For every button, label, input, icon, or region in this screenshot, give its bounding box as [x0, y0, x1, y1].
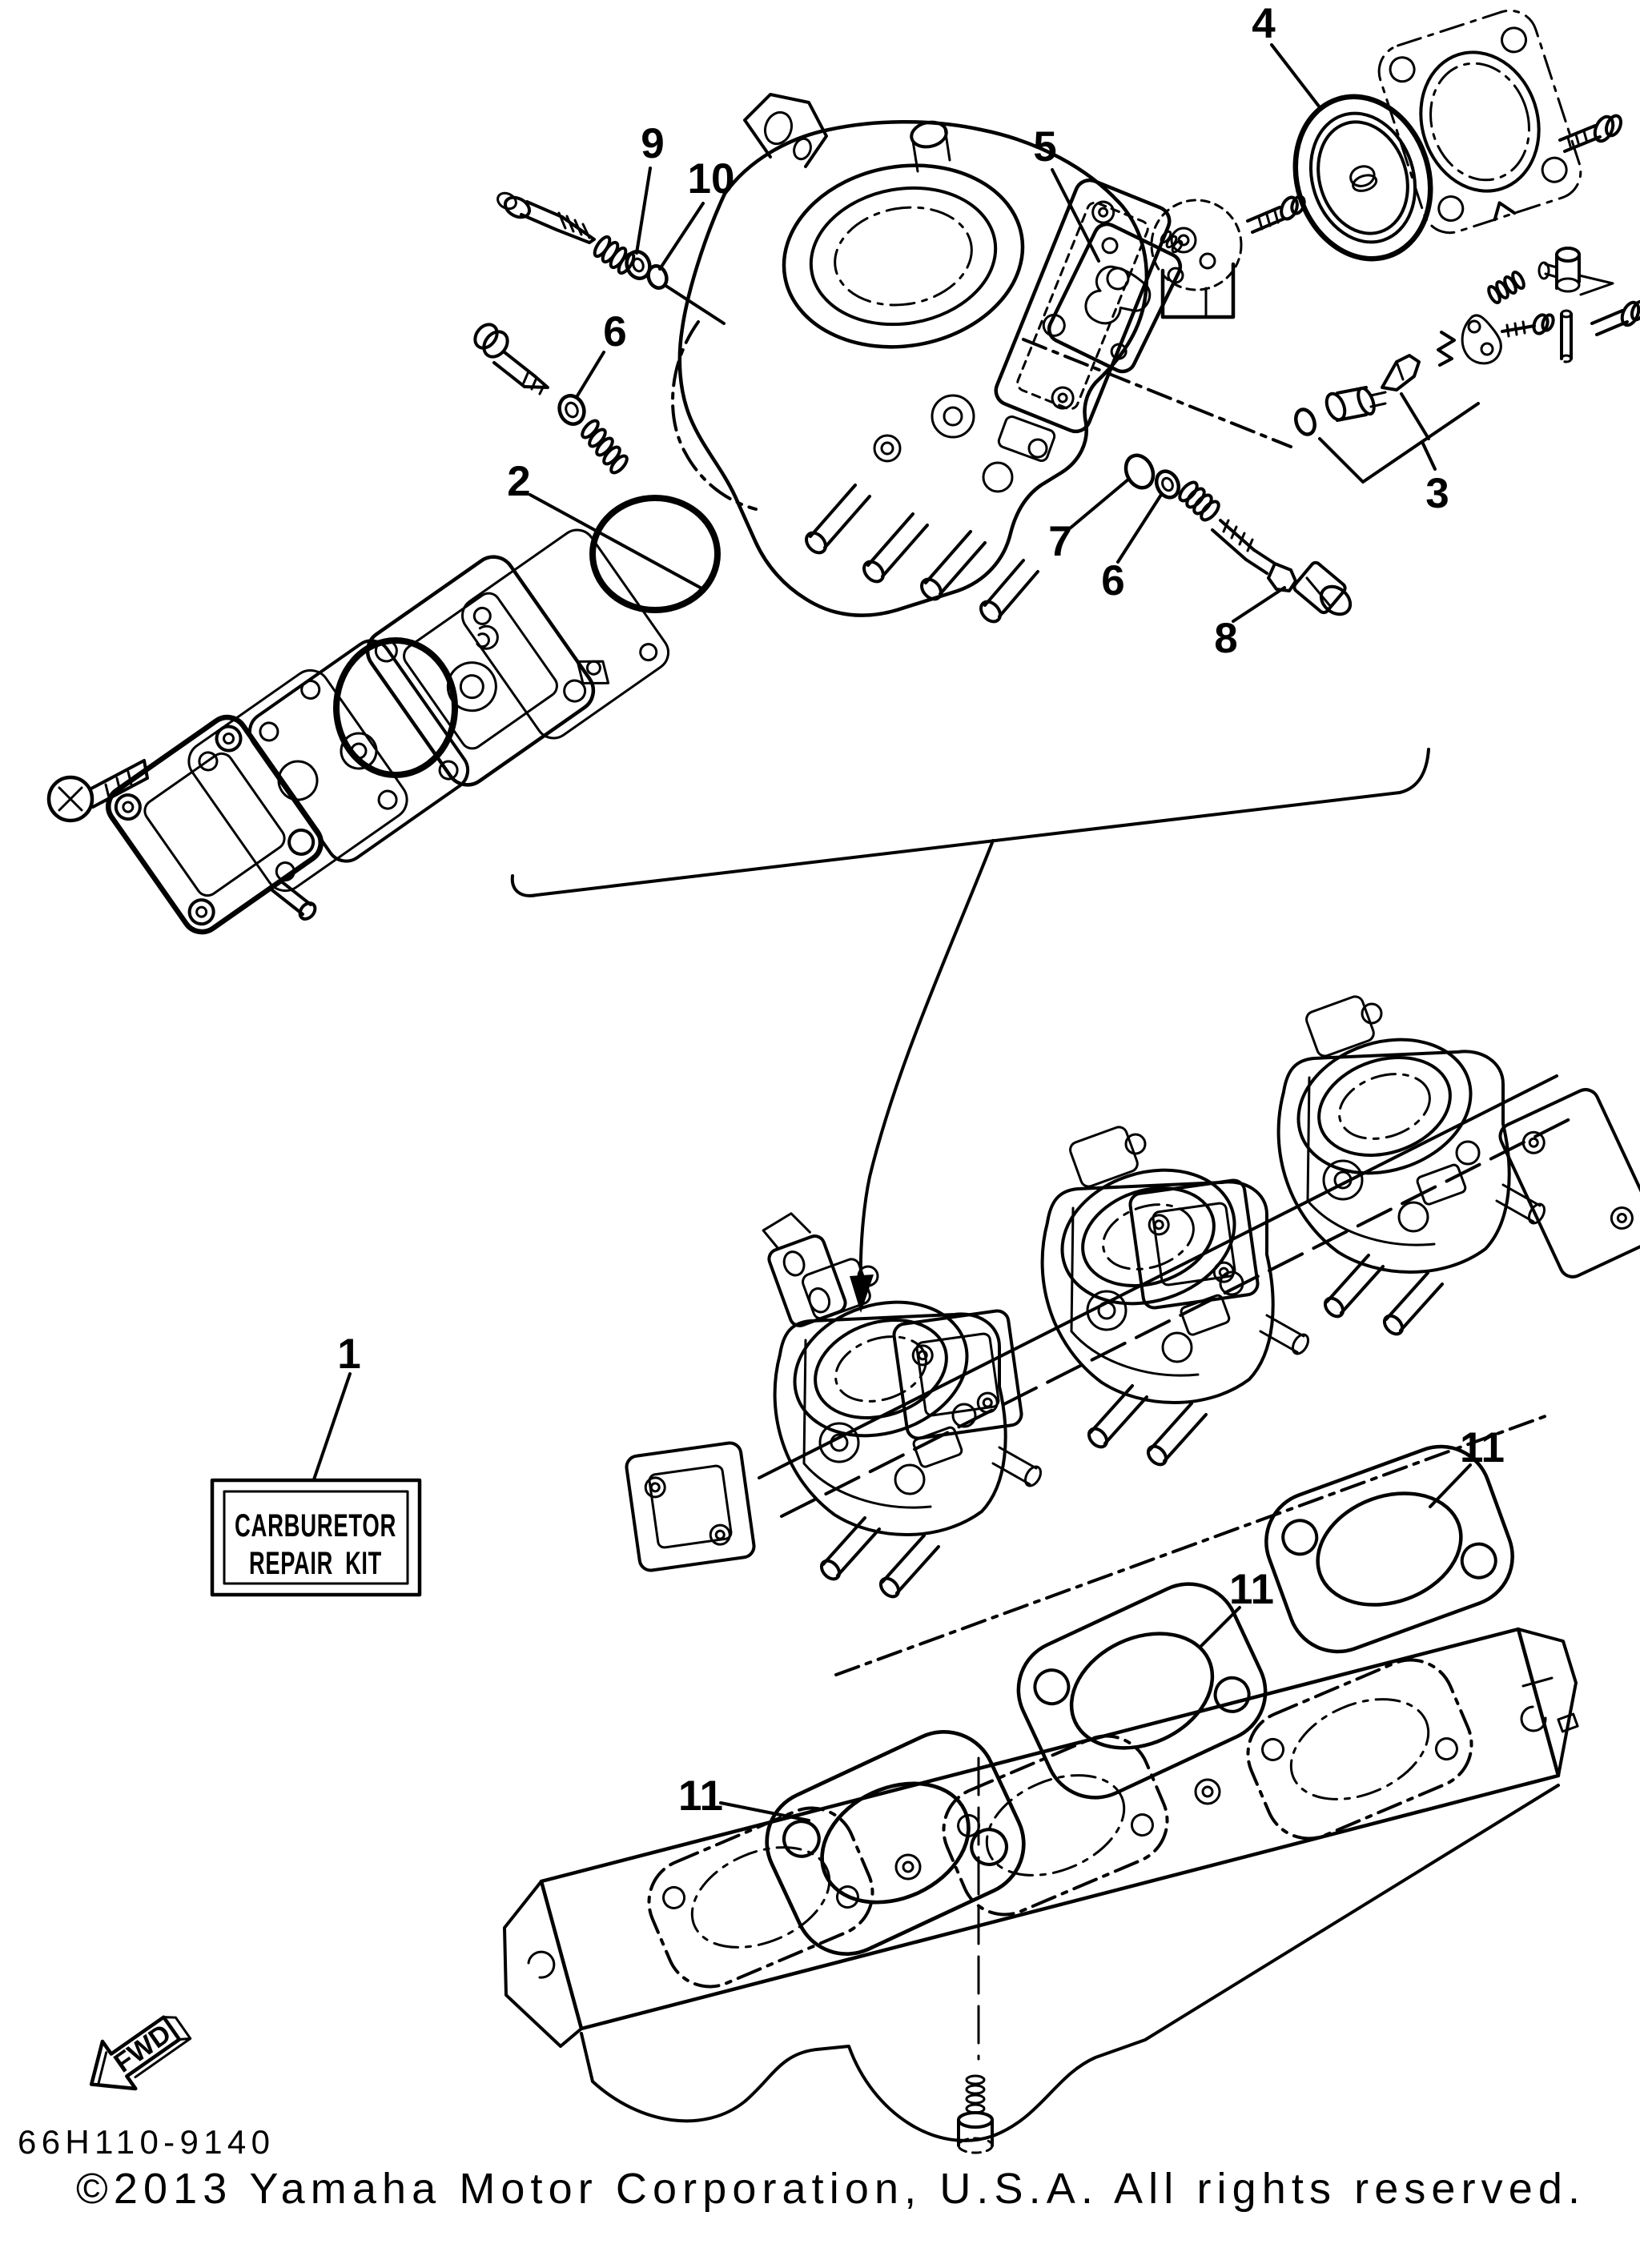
callout-7: 7 [1048, 518, 1071, 565]
pump-gasket-5 [1047, 222, 1183, 374]
callout-2: 2 [507, 458, 530, 505]
needle-screw-8 [1211, 519, 1353, 616]
callout-10: 10 [688, 155, 735, 203]
small-screw-mid [1501, 313, 1555, 338]
dowel-pin [1560, 309, 1573, 363]
pilot-screw [473, 323, 549, 395]
teardrop-gasket [1461, 314, 1502, 365]
fuel-pump-body [365, 555, 610, 787]
pump-gasket-plate [187, 668, 408, 893]
callout-5: 5 [1033, 123, 1056, 171]
washer-6-mid [1154, 469, 1181, 500]
callout-8: 8 [1214, 615, 1237, 662]
carburetor-body-top [671, 93, 1172, 624]
repair-kit-label: CARBURETOR REPAIR KIT [210, 1372, 422, 1597]
pump-cover-screw [46, 759, 149, 823]
callout-6-left: 6 [603, 308, 626, 355]
kit-pointer-arrow [510, 748, 1430, 1313]
kit-box-line2: REPAIR KIT [249, 1546, 382, 1581]
gasket-11-left [750, 1715, 1040, 1971]
leader-lines-top [529, 43, 1321, 623]
pump-diaphragm-4 [1292, 94, 1433, 262]
pump-cover-pin [271, 879, 317, 921]
callout-4: 4 [1252, 0, 1276, 47]
throttle-stop-screw [496, 191, 596, 244]
needle-valve-set [1022, 331, 1480, 484]
callout-9: 9 [641, 120, 664, 167]
o-ring-10 [646, 264, 669, 290]
diaphragm-oval-2 [589, 495, 721, 613]
diagram-part-number: 66H110-9140 [18, 2123, 272, 2161]
pilot-screw-spring [581, 419, 629, 475]
callout-1: 1 [337, 1331, 360, 1378]
needle-screw-spring [1178, 480, 1220, 522]
leader-lines-bottom [719, 1463, 1472, 1822]
fwd-label: FWD [108, 2018, 176, 2079]
callout-6-mid: 6 [1101, 557, 1124, 604]
hardware-screw-bottom-right [1590, 299, 1640, 336]
washer-9 [625, 250, 652, 280]
kit-box-line1: CARBURETOR [235, 1508, 396, 1543]
fuel-tee-fitting [1538, 247, 1614, 296]
hardware-spring [1487, 271, 1525, 304]
bracket-screw [1246, 195, 1306, 234]
carburetor-bank [623, 993, 1640, 1676]
callout-3: 3 [1425, 470, 1449, 517]
washer-6-left [557, 394, 586, 426]
fwd-arrow: FWD [89, 2015, 192, 2091]
carburetor-2 [890, 1123, 1313, 1470]
pump-cover-gasket-4 [1377, 9, 1582, 235]
intake-manifold [503, 1627, 1579, 2154]
throttle-screw-spring [593, 235, 636, 275]
hardware-screw-top-right [1558, 114, 1623, 153]
pump-bracket [1150, 199, 1243, 319]
oring-7 [1123, 453, 1156, 490]
pump-o-ring [333, 637, 458, 778]
copyright-line: ©2013 Yamaha Motor Corporation, U.S.A. A… [76, 2165, 1580, 2213]
fuel-pump-cover [106, 714, 324, 935]
callout-11-left: 11 [678, 1772, 723, 1820]
manifold-screw [957, 2074, 994, 2154]
pump-back-gasket [460, 528, 670, 740]
callout-11-middle: 11 [1229, 1566, 1274, 1613]
callout-11-right: 11 [1460, 1424, 1505, 1471]
